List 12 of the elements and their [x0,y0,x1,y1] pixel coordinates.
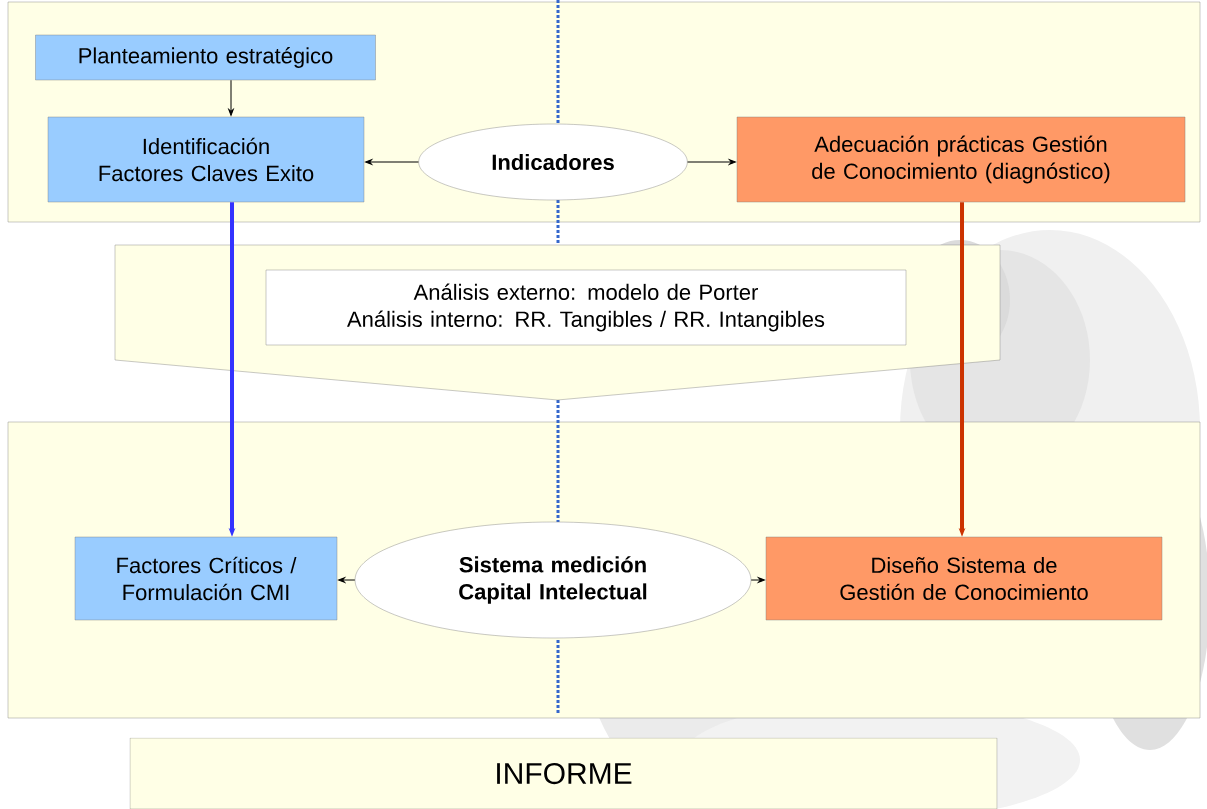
process-box: Diseño Sistema de Gestión de Conocimiento [765,536,1163,621]
process-box: Planteamiento estratégico [35,34,376,81]
arrow [228,79,234,116]
arrow [365,159,419,165]
process-box: Factores Críticos / Formulación CMI [74,536,338,621]
report-box: INFORME [129,737,998,809]
process-box: Adecuación prácticas Gestión de Conocimiento (diagnóstico) [736,116,1186,203]
text-box: Análisis externo: modelo de Porter Análisis interno: RR. Tangibles / RR. Intangibles [265,269,907,346]
process-box: Identificación Factores Claves Exito [47,116,365,203]
arrow [338,577,356,583]
arrow [750,577,765,583]
arrow [687,159,736,165]
